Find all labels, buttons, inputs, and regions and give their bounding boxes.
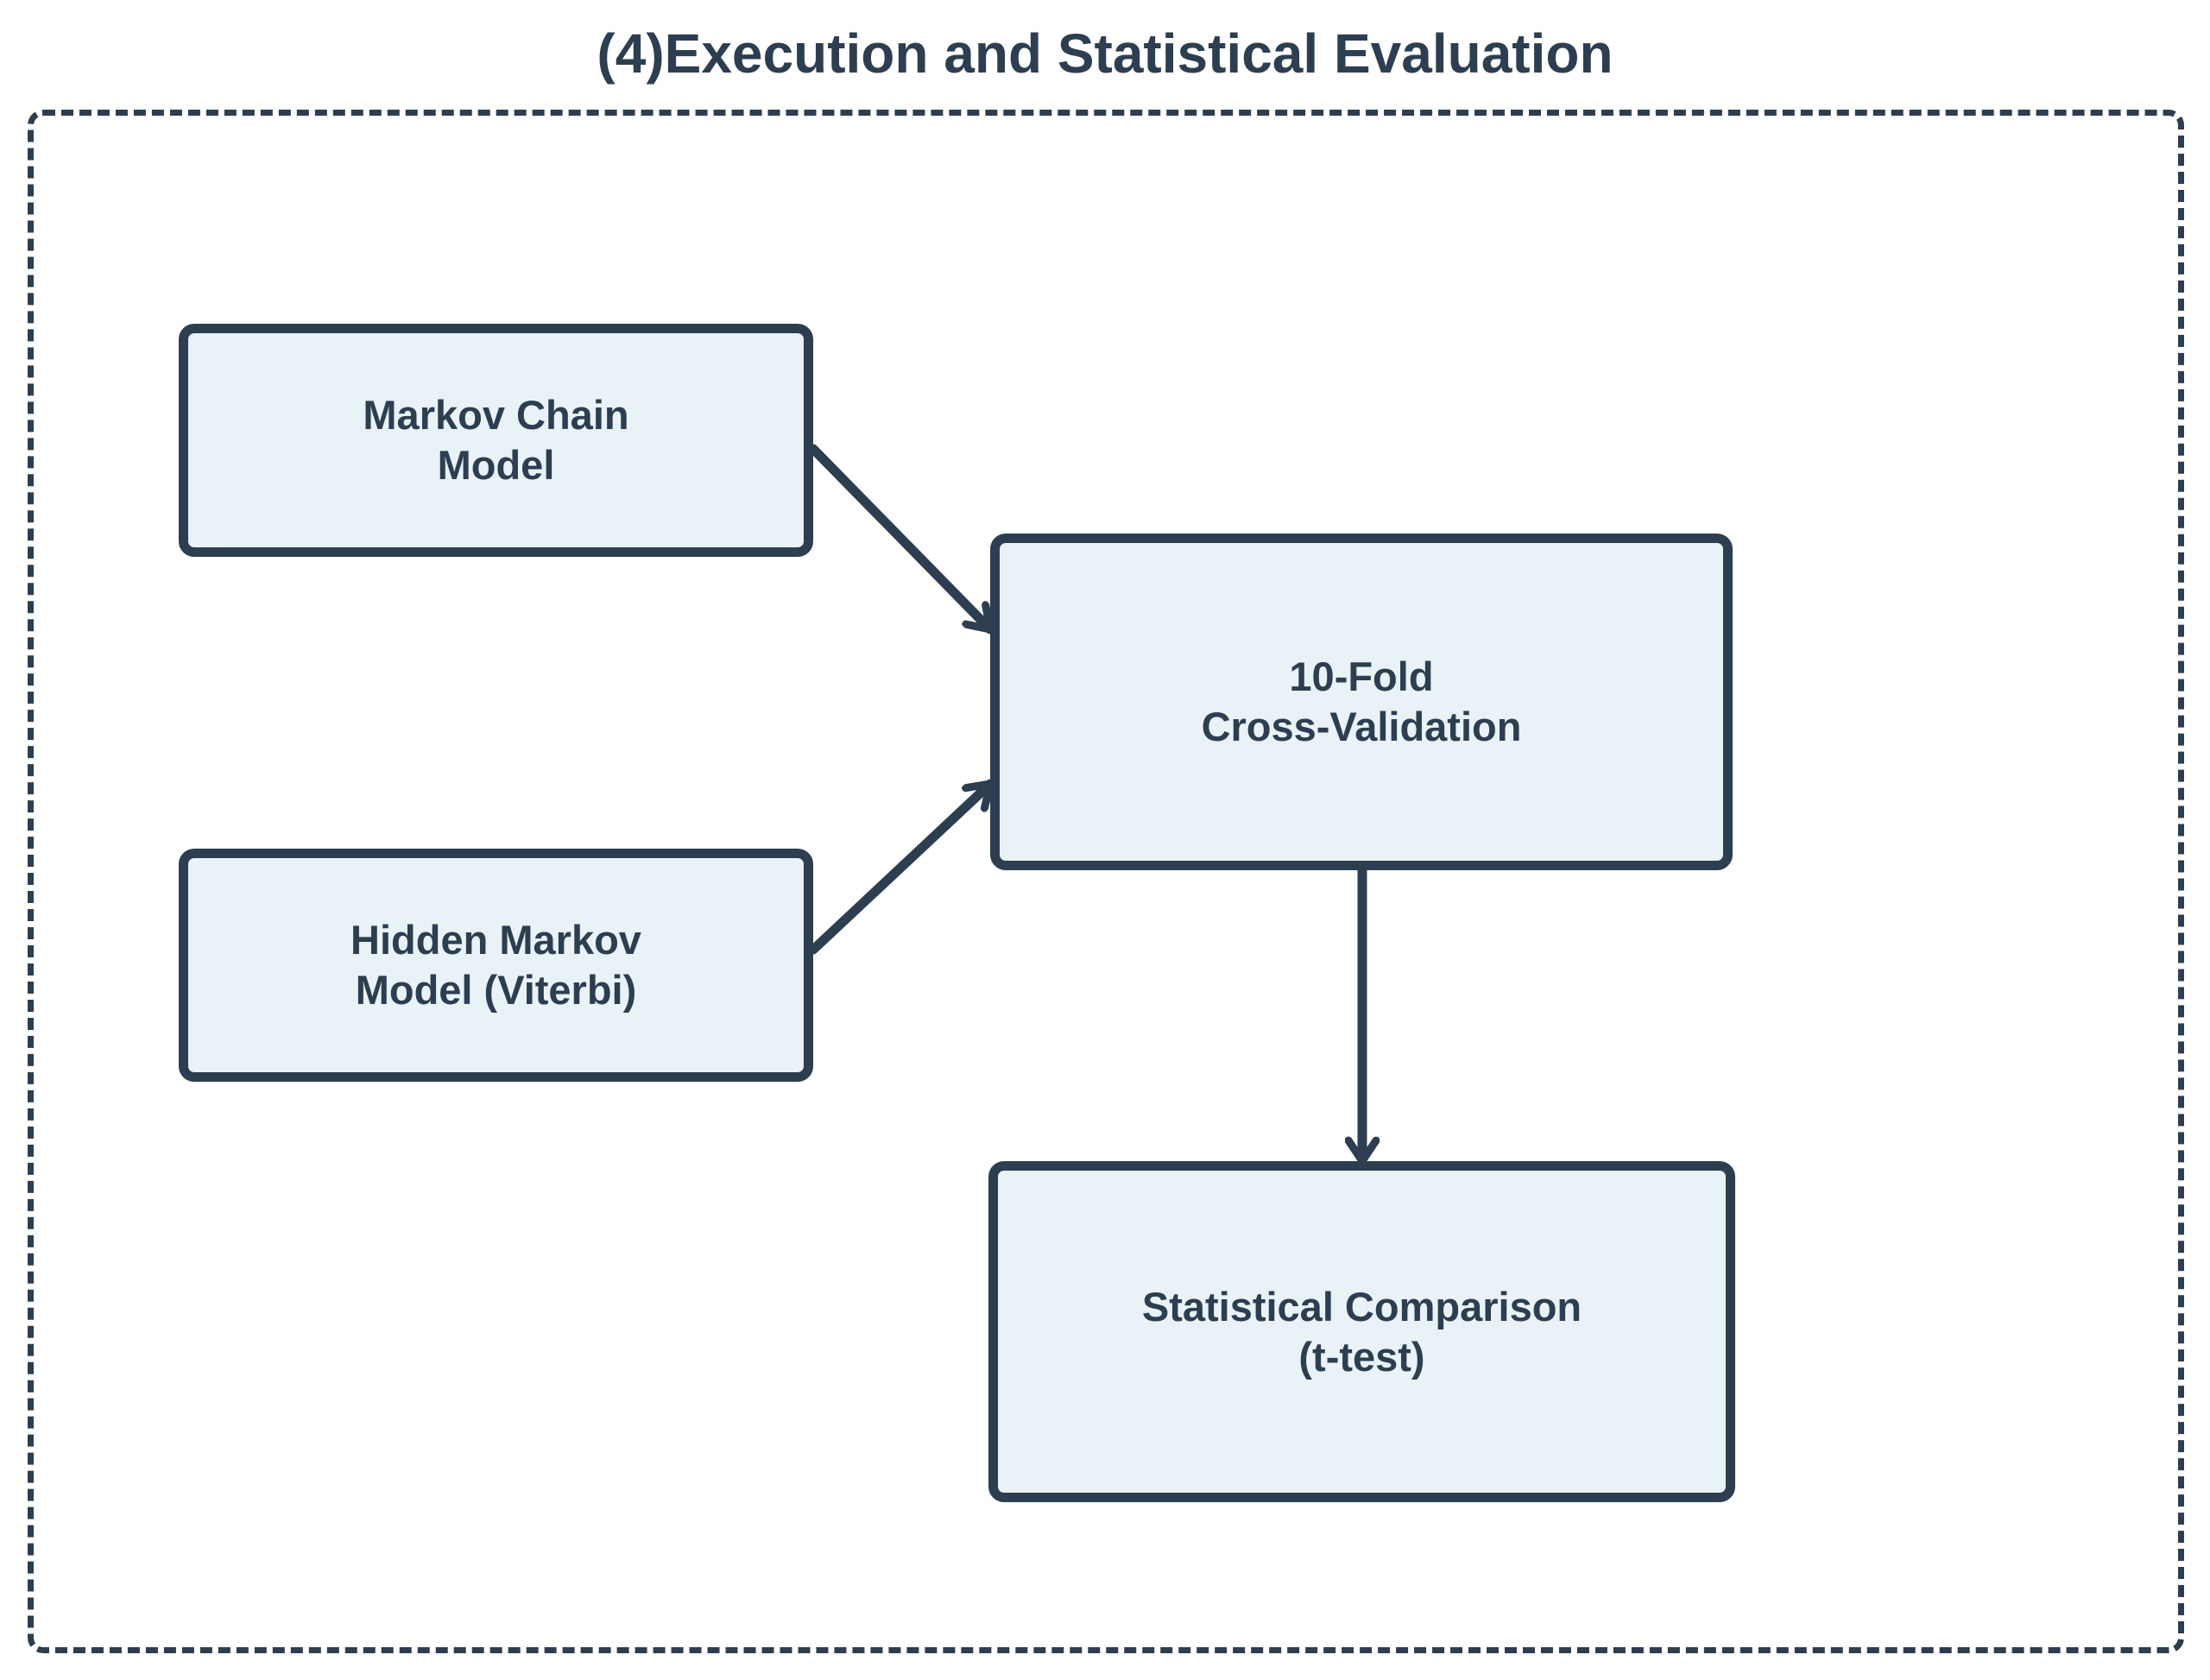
diagram-title: (4)Execution and Statistical Evaluation bbox=[597, 22, 1613, 85]
node-label-line: Cross-Validation bbox=[1201, 704, 1522, 749]
node-label: Hidden Markov Model (Viterbi) bbox=[350, 915, 641, 1015]
node-label: Markov Chain Model bbox=[363, 390, 628, 490]
edge-hmm-to-crossval bbox=[808, 779, 995, 955]
node-label-line: Statistical Comparison bbox=[1141, 1283, 1582, 1329]
node-label-line: Model (Viterbi) bbox=[355, 967, 637, 1013]
node-cross-validation: 10-Fold Cross-Validation bbox=[990, 534, 1733, 870]
node-label-line: Markov Chain bbox=[363, 392, 629, 438]
node-label-line: Hidden Markov bbox=[350, 917, 641, 963]
node-label-line: Model bbox=[437, 442, 555, 488]
node-hidden-markov-model: Hidden Markov Model (Viterbi) bbox=[179, 849, 813, 1082]
node-label-line: 10-Fold bbox=[1289, 654, 1434, 699]
dashed-container bbox=[28, 110, 2184, 1653]
node-statistical-comparison: Statistical Comparison (t-test) bbox=[988, 1161, 1735, 1502]
node-label: Statistical Comparison (t-test) bbox=[1142, 1282, 1582, 1382]
node-label-line: (t-test) bbox=[1298, 1333, 1425, 1380]
node-label: 10-Fold Cross-Validation bbox=[1202, 652, 1522, 752]
node-markov-chain-model: Markov Chain Model bbox=[179, 324, 813, 557]
edge-markov-to-crossval bbox=[808, 444, 995, 635]
